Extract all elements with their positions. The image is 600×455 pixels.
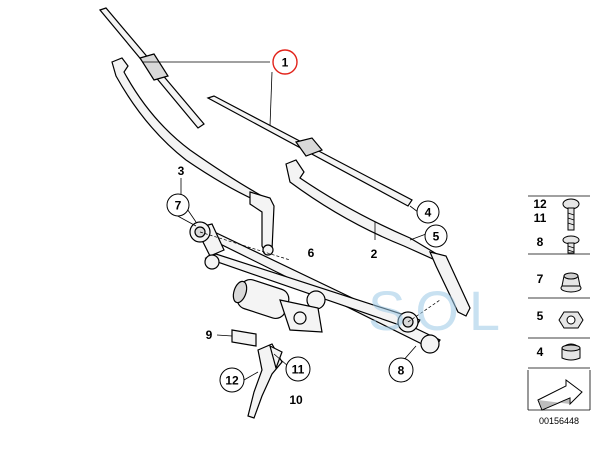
callout-12-label: 12 [225,374,239,388]
callout-8-label: 8 [398,364,405,378]
wiper-arm-right [285,159,471,317]
mounting-bracket [247,343,283,419]
diagram-number: 00156448 [539,416,579,426]
callout-9[interactable]: 9 [206,328,213,342]
direction-arrow-icon [537,379,583,411]
legend-label-11: 11 [534,211,547,225]
hex-nut-icon [558,311,584,329]
callout-6[interactable]: 6 [308,246,315,260]
callout-6-label: 6 [308,246,315,260]
callout-4-label: 4 [425,206,432,220]
flange-nut-icon [560,272,582,293]
grommet-part [216,329,257,347]
legend-label-4: 4 [537,345,544,359]
callout-11-label: 11 [292,363,305,377]
callout-10[interactable]: 10 [289,393,303,407]
wiper-arm-left [111,57,275,256]
callout-4[interactable]: 4 [416,200,440,224]
callout-12[interactable]: 12 [219,367,245,393]
watermark: SOL [368,279,510,342]
callout-10-label: 10 [289,393,303,407]
callout-7[interactable]: 7 [166,193,190,217]
wiper-blade-left [98,7,205,129]
legend-item-hex-nut[interactable]: 5 [537,309,584,329]
legend-item-screw[interactable]: 12 11 [533,197,580,231]
screw-icon [562,198,580,231]
callout-7-label: 7 [175,199,182,213]
callout-8[interactable]: 8 [388,357,414,383]
hardware-legend: 12 11 8 7 [527,195,591,426]
legend-item-bolt[interactable]: 8 [537,235,580,254]
wiper-motor [232,279,323,333]
callout-9-label: 9 [206,328,213,342]
callout-3[interactable]: 3 [178,164,185,178]
callout-5-label: 5 [433,230,440,244]
legend-label-8: 8 [537,235,544,249]
callout-1[interactable]: 1 [272,49,298,75]
callout-2-label: 2 [371,247,378,261]
wiper-linkage [189,221,441,354]
callout-11[interactable]: 11 [285,356,311,382]
legend-label-12: 12 [533,197,547,211]
callout-1-label: 1 [282,56,289,70]
callout-3-label: 3 [178,164,185,178]
legend-item-flange-nut[interactable]: 7 [537,272,582,293]
legend-label-7: 7 [537,272,544,286]
bolt-icon [562,235,580,254]
leader-lines [142,61,427,381]
legend-label-5: 5 [537,309,544,323]
cap-icon [561,343,581,361]
wiper-blade-right [206,95,413,207]
watermark-text: SOL [368,279,510,342]
callout-2[interactable]: 2 [371,247,378,261]
callout-5[interactable]: 5 [424,224,448,248]
legend-item-cap[interactable]: 4 [537,343,581,361]
